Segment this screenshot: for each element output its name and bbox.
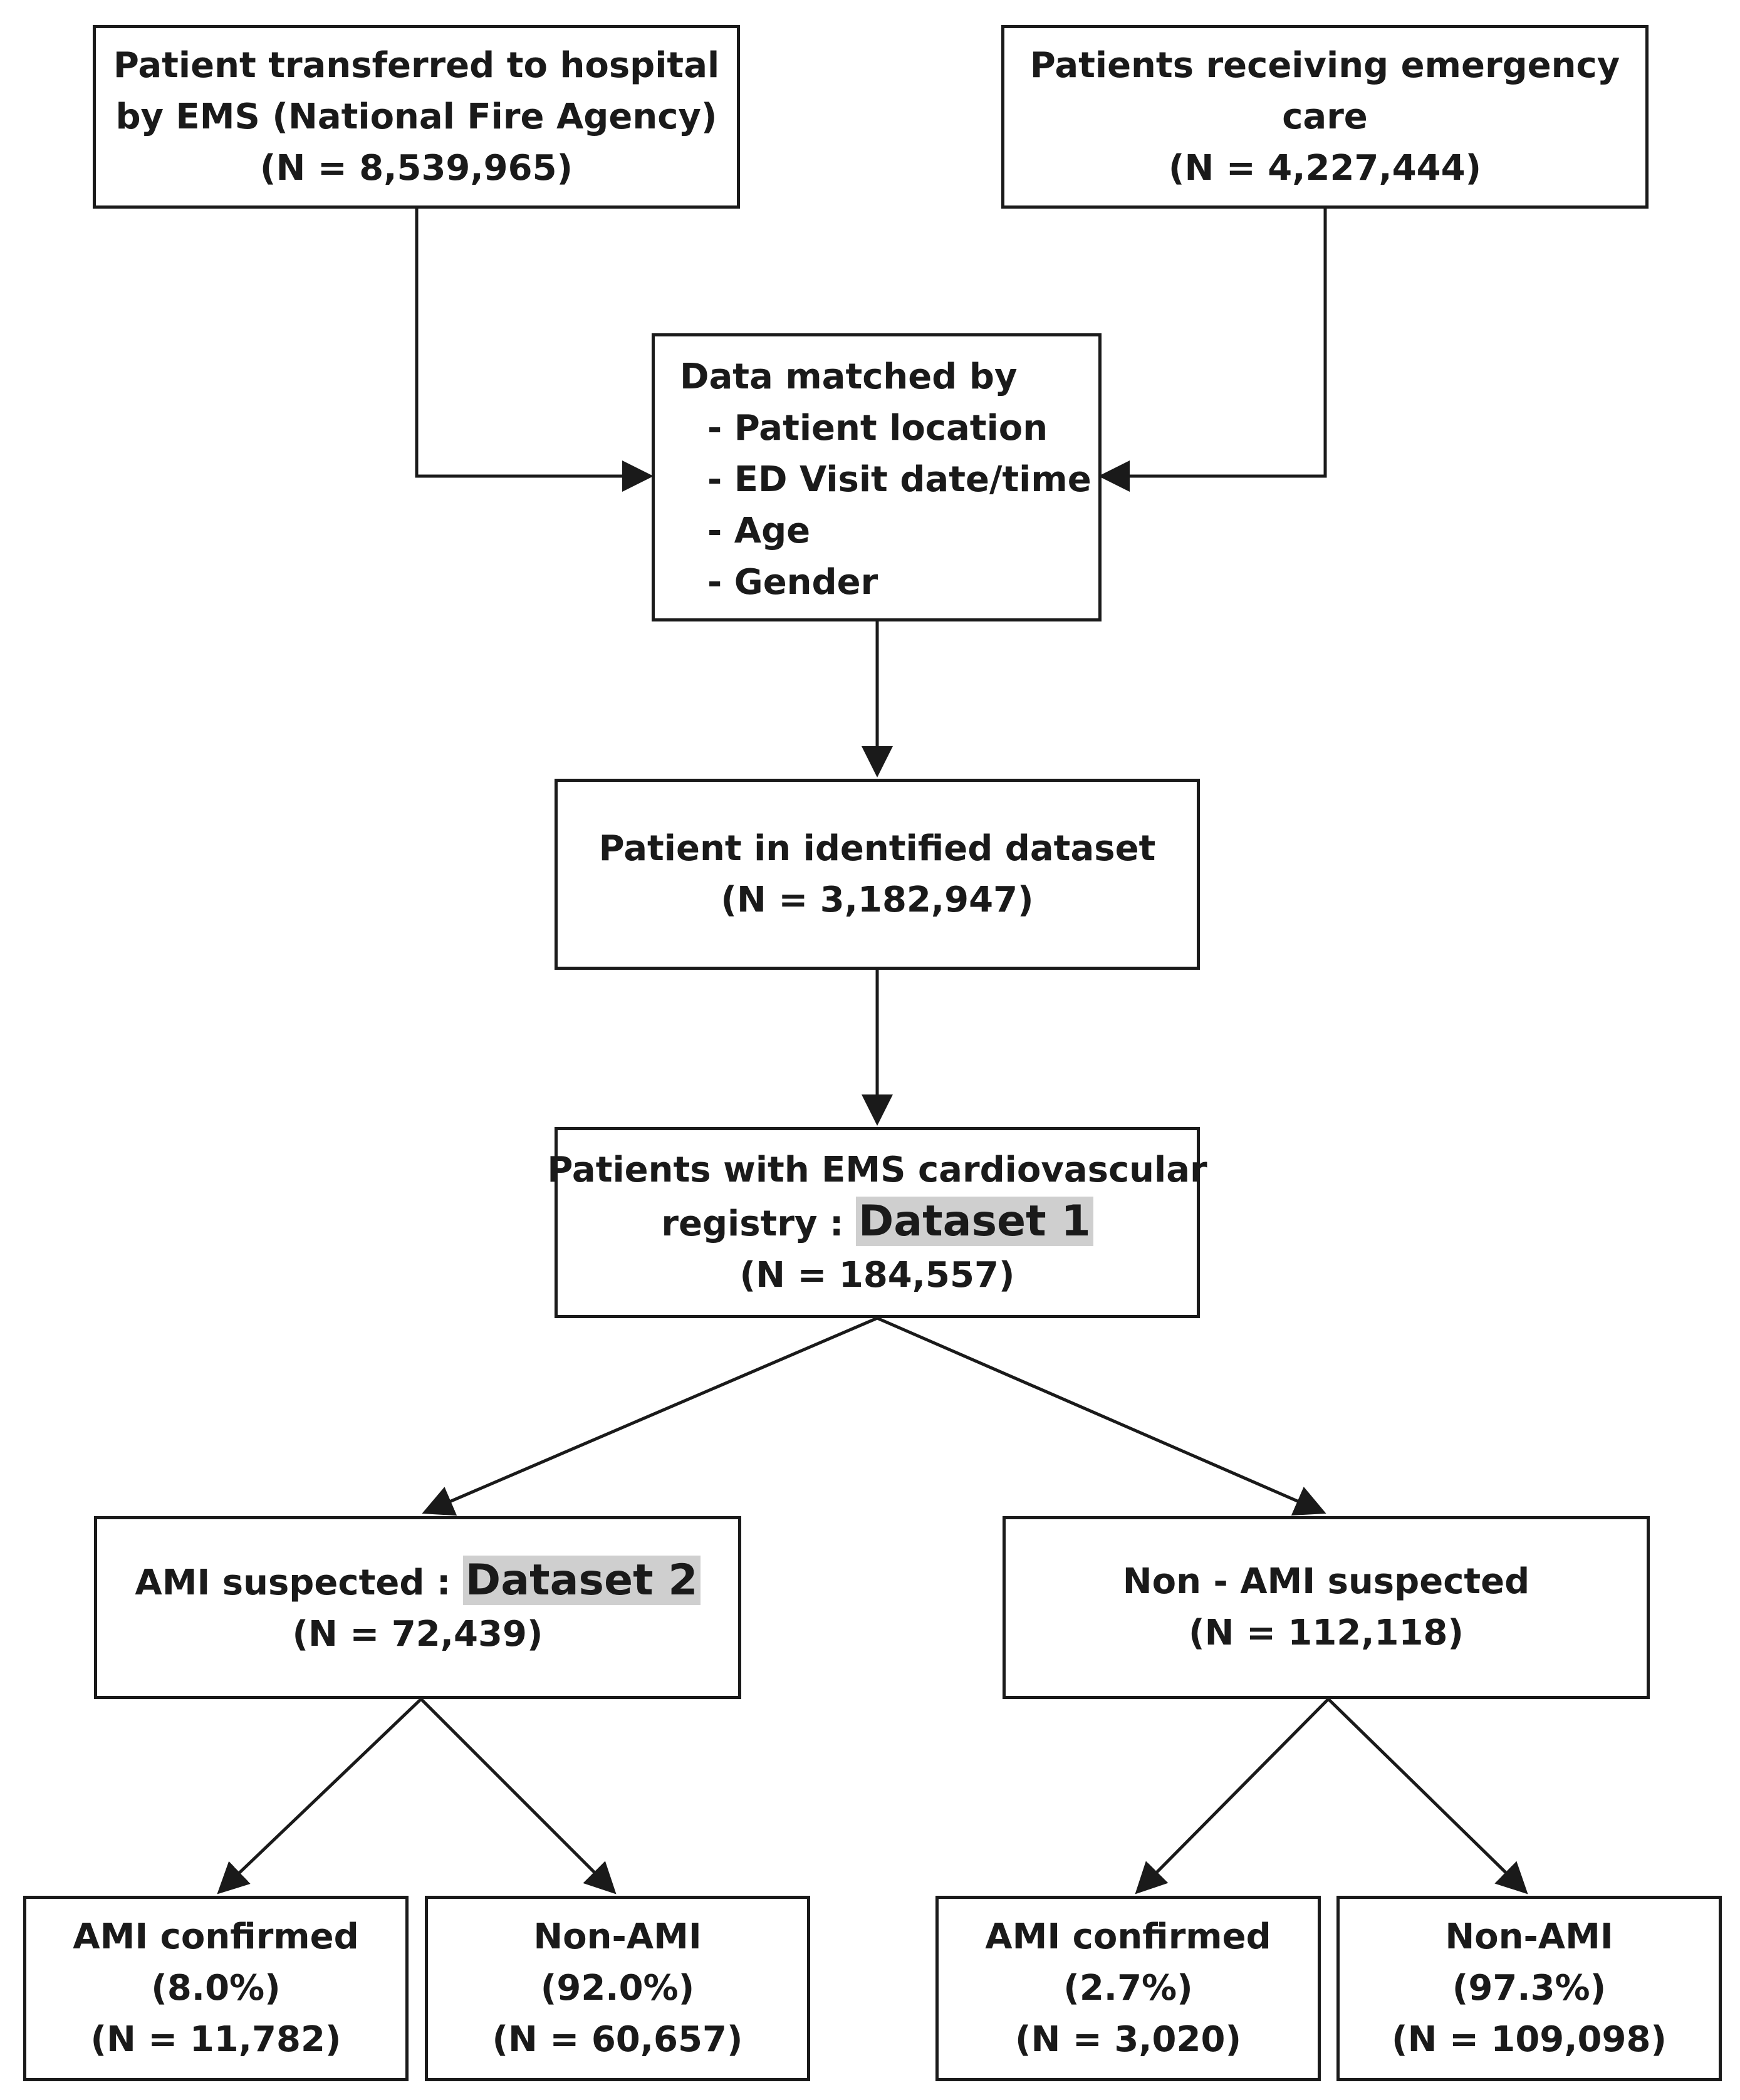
ems-transfer-title-line1: Patient transferred to hospital xyxy=(113,44,720,86)
arrow-ems-to-matched xyxy=(415,209,654,492)
emergency-care-box: Patients receiving emergency care (N = 4… xyxy=(1001,25,1649,209)
non-ami-2-title: Non-AMI xyxy=(1445,1916,1613,1957)
arrow-registry-to-non-ami-suspected xyxy=(877,1316,1326,1515)
non-ami-suspected-count: (N = 112,118) xyxy=(1188,1613,1464,1653)
ami-confirmed-2-percent: (2.7%) xyxy=(1063,1968,1193,2009)
arrow-registry-to-ami-suspected xyxy=(422,1316,878,1516)
non-ami-box-2: Non-AMI (97.3%) (N = 109,098) xyxy=(1336,1896,1722,2081)
ami-confirmed-1-count: (N = 11,782) xyxy=(90,2019,341,2060)
identified-dataset-title: Patient in identified dataset xyxy=(598,828,1156,869)
identified-dataset-count: (N = 3,182,947) xyxy=(721,879,1034,920)
arrow-non-ami-suspected-to-ami-confirmed xyxy=(1135,1698,1330,1895)
criterion-patient-location: - Patient location xyxy=(707,408,1048,449)
cardio-registry-count: (N = 184,557) xyxy=(739,1254,1015,1296)
non-ami-suspected-box: Non - AMI suspected (N = 112,118) xyxy=(1003,1516,1650,1699)
criterion-ed-visit-datetime: - ED Visit date/time xyxy=(707,459,1091,500)
ami-confirmed-box-1: AMI confirmed (8.0%) (N = 11,782) xyxy=(23,1896,409,2081)
non-ami-2-percent: (97.3%) xyxy=(1452,1968,1607,2009)
ami-confirmed-1-title: AMI confirmed xyxy=(73,1916,359,1957)
arrow-non-ami-suspected-to-non-ami xyxy=(1327,1698,1528,1895)
emergency-care-title-line1: Patients receiving emergency xyxy=(1029,44,1620,86)
arrow-ami-suspected-to-non-ami xyxy=(420,1698,617,1895)
non-ami-box-1: Non-AMI (92.0%) (N = 60,657) xyxy=(425,1896,810,2081)
identified-dataset-box: Patient in identified dataset (N = 3,182… xyxy=(555,779,1200,970)
dataset-1-label: Dataset 1 xyxy=(855,1196,1093,1246)
arrow-care-to-matched xyxy=(1098,209,1327,492)
data-matched-box: Data matched by - Patient location - ED … xyxy=(652,333,1102,621)
non-ami-1-title: Non-AMI xyxy=(533,1916,702,1957)
non-ami-suspected-title: Non - AMI suspected xyxy=(1122,1561,1530,1602)
emergency-care-count: (N = 4,227,444) xyxy=(1168,147,1482,189)
emergency-care-title-line2: care xyxy=(1282,96,1368,137)
data-matched-heading: Data matched by xyxy=(680,356,1018,397)
ami-confirmed-box-2: AMI confirmed (2.7%) (N = 3,020) xyxy=(935,1896,1321,2081)
cardio-registry-title-line2: registry : Dataset 1 xyxy=(661,1196,1093,1250)
ami-confirmed-2-count: (N = 3,020) xyxy=(1014,2019,1242,2060)
non-ami-2-count: (N = 109,098) xyxy=(1391,2019,1667,2060)
ems-transfer-box: Patient transferred to hospital by EMS (… xyxy=(93,25,740,209)
criterion-gender: - Gender xyxy=(707,562,878,603)
arrow-ami-suspected-to-ami-confirmed xyxy=(217,1698,422,1895)
cardio-registry-title-line1: Patients with EMS cardiovascular xyxy=(547,1149,1207,1190)
cardio-registry-box: Patients with EMS cardiovascular registr… xyxy=(547,1127,1207,1318)
ems-transfer-title-line2: by EMS (National Fire Agency) xyxy=(115,96,717,137)
ems-transfer-count: (N = 8,539,965) xyxy=(259,147,573,189)
cardio-registry-prefix: registry : xyxy=(661,1203,856,1244)
dataset-2-label: Dataset 2 xyxy=(462,1556,701,1605)
ami-suspected-prefix: AMI suspected : xyxy=(135,1562,463,1603)
non-ami-1-count: (N = 60,657) xyxy=(492,2019,743,2060)
ami-suspected-count: (N = 72,439) xyxy=(292,1614,543,1655)
non-ami-1-percent: (92.0%) xyxy=(540,1968,695,2009)
ami-confirmed-2-title: AMI confirmed xyxy=(985,1916,1271,1957)
ami-suspected-box: AMI suspected : Dataset 2 (N = 72,439) xyxy=(94,1516,741,1699)
ami-confirmed-1-percent: (8.0%) xyxy=(151,1968,281,2009)
ami-suspected-title: AMI suspected : Dataset 2 xyxy=(135,1555,701,1609)
criterion-age: - Age xyxy=(707,511,811,551)
